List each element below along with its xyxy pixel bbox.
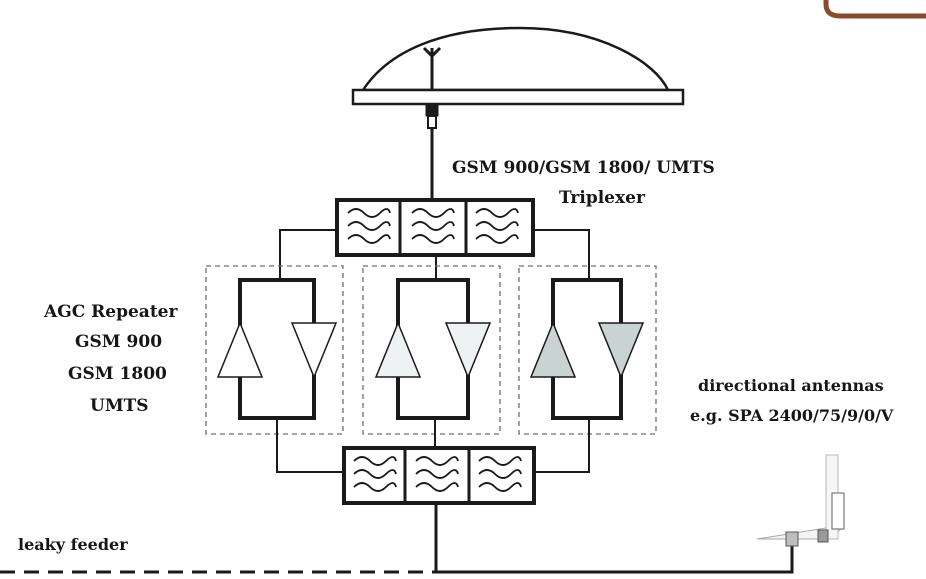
leaky-feeder-label: leaky feeder xyxy=(18,535,128,554)
repeater-box-gsm900 xyxy=(205,265,344,435)
corner-accent xyxy=(823,0,926,19)
repeater-title: AGC Repeater xyxy=(44,302,178,322)
bottom-branch-lines xyxy=(276,418,590,473)
antennas-label-line1: directional antennas xyxy=(698,376,884,395)
bandpass-filter-icon xyxy=(415,456,459,492)
amplifier-triangle-icon xyxy=(290,322,338,379)
repeater-band-gsm900: GSM 900 xyxy=(75,332,163,352)
amplifier-triangle-icon xyxy=(444,322,492,379)
amplifier-triangle-icon xyxy=(374,321,422,378)
triplexer-top xyxy=(335,198,535,257)
feeder-cables xyxy=(0,503,794,574)
repeater-gsm900 xyxy=(216,278,338,420)
roof-antenna-icon xyxy=(351,26,685,200)
repeater-band-gsm1800: GSM 1800 xyxy=(68,364,167,384)
amplifier-triangle-icon xyxy=(529,321,577,378)
amplifier-triangle-icon xyxy=(597,322,645,379)
repeater-band-umts: UMTS xyxy=(90,396,149,416)
repeater-gsm1800 xyxy=(374,278,492,420)
repeater-box-gsm1800 xyxy=(362,265,501,435)
bandpass-filter-icon xyxy=(478,456,522,492)
triplexer-label-line1: GSM 900/GSM 1800/ UMTS xyxy=(452,158,715,178)
antenna-cable xyxy=(436,545,794,574)
antennas-label-line2: e.g. SPA 2400/75/9/0/V xyxy=(690,406,894,425)
bandpass-filter-icon xyxy=(353,456,397,492)
top-branch-lines xyxy=(279,229,590,280)
bandpass-filter-icon xyxy=(411,208,455,244)
repeater-boxes xyxy=(205,265,657,435)
repeater-box-umts xyxy=(518,265,657,435)
triplexer-bottom xyxy=(342,446,536,505)
repeater-umts xyxy=(529,278,645,420)
directional-antenna-icon xyxy=(756,454,845,547)
bandpass-filter-icon xyxy=(347,208,391,244)
triplexer-label-line2: Triplexer xyxy=(559,188,645,208)
amplifier-triangle-icon xyxy=(216,321,264,378)
bandpass-filter-icon xyxy=(475,208,519,244)
